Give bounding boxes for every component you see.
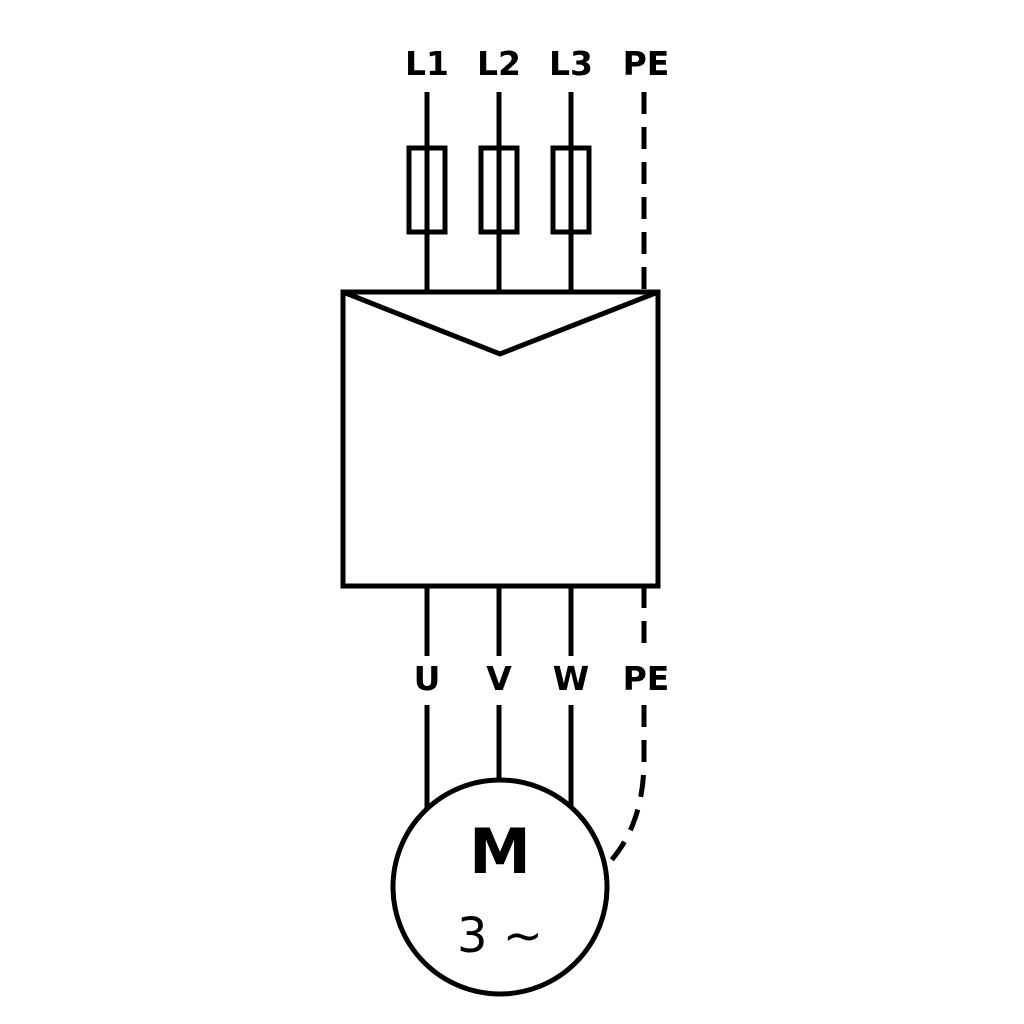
supply-conductors (424, 92, 647, 292)
converter-outline (340, 289, 661, 589)
label-pe-top: PE (623, 44, 670, 83)
fuse-symbols (406, 145, 592, 235)
label-l3: L3 (549, 44, 593, 83)
label-w: W (553, 659, 589, 698)
label-v: V (486, 659, 512, 698)
output-terminal-labels: U V W PE (414, 659, 670, 698)
supply-terminal-labels: L1 L2 L3 PE (405, 44, 669, 83)
fuse-l3-icon (550, 145, 592, 235)
label-l2: L2 (477, 44, 521, 83)
label-l1: L1 (405, 44, 449, 83)
motor-leads (424, 705, 647, 866)
converter-box (340, 289, 661, 589)
motor-phase-text: 3 ∼ (457, 908, 543, 964)
motor-circle-icon (390, 777, 610, 997)
fuse-l2-icon (478, 145, 520, 235)
motor-lead-pe-dashed (606, 705, 647, 866)
output-conductors (424, 586, 647, 656)
label-u: U (414, 659, 441, 698)
label-pe-bottom: PE (623, 659, 670, 698)
motor-letter: M (469, 815, 531, 888)
fuse-l1-icon (406, 145, 448, 235)
motor-symbol: M 3 ∼ (390, 777, 610, 997)
converter-envelope-flap (342, 289, 659, 357)
